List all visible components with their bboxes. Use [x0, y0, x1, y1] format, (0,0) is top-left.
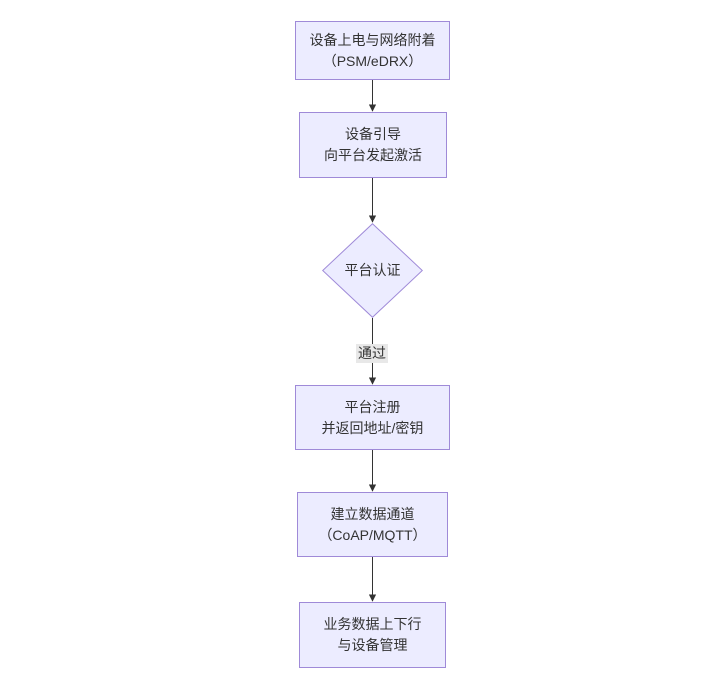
- node-business-data: 业务数据上下行 与设备管理: [299, 602, 446, 668]
- node-platform-auth-decision: 平台认证: [322, 223, 423, 318]
- edge-label-pass: 通过: [356, 344, 388, 363]
- node-data-channel: 建立数据通道 （CoAP/MQTT）: [297, 492, 448, 557]
- node-label-line: 设备引导: [345, 126, 401, 142]
- node-label-line: 平台注册: [344, 398, 401, 415]
- diamond-shape: [322, 223, 423, 318]
- node-label-line: 并返回地址/密钥: [321, 419, 424, 436]
- node-platform-register: 平台注册 并返回地址/密钥: [295, 385, 450, 450]
- node-bootstrap: 设备引导 向平台发起激活: [299, 112, 447, 178]
- node-power-attach: 设备上电与网络附着 （PSM/eDRX）: [295, 21, 450, 80]
- node-label-line: 平台认证: [344, 262, 401, 278]
- node-label-line: 业务数据上下行: [323, 616, 422, 632]
- node-label-line: 向平台发起激活: [324, 147, 422, 163]
- diamond-shape-polygon: [322, 223, 423, 318]
- node-label-line: 设备上电与网络附着: [309, 31, 436, 48]
- node-label-line: （CoAP/MQTT）: [318, 526, 427, 543]
- node-label-line: （PSM/eDRX）: [322, 52, 423, 69]
- node-label-line: 建立数据通道: [330, 505, 415, 522]
- node-label-line: 与设备管理: [337, 637, 408, 653]
